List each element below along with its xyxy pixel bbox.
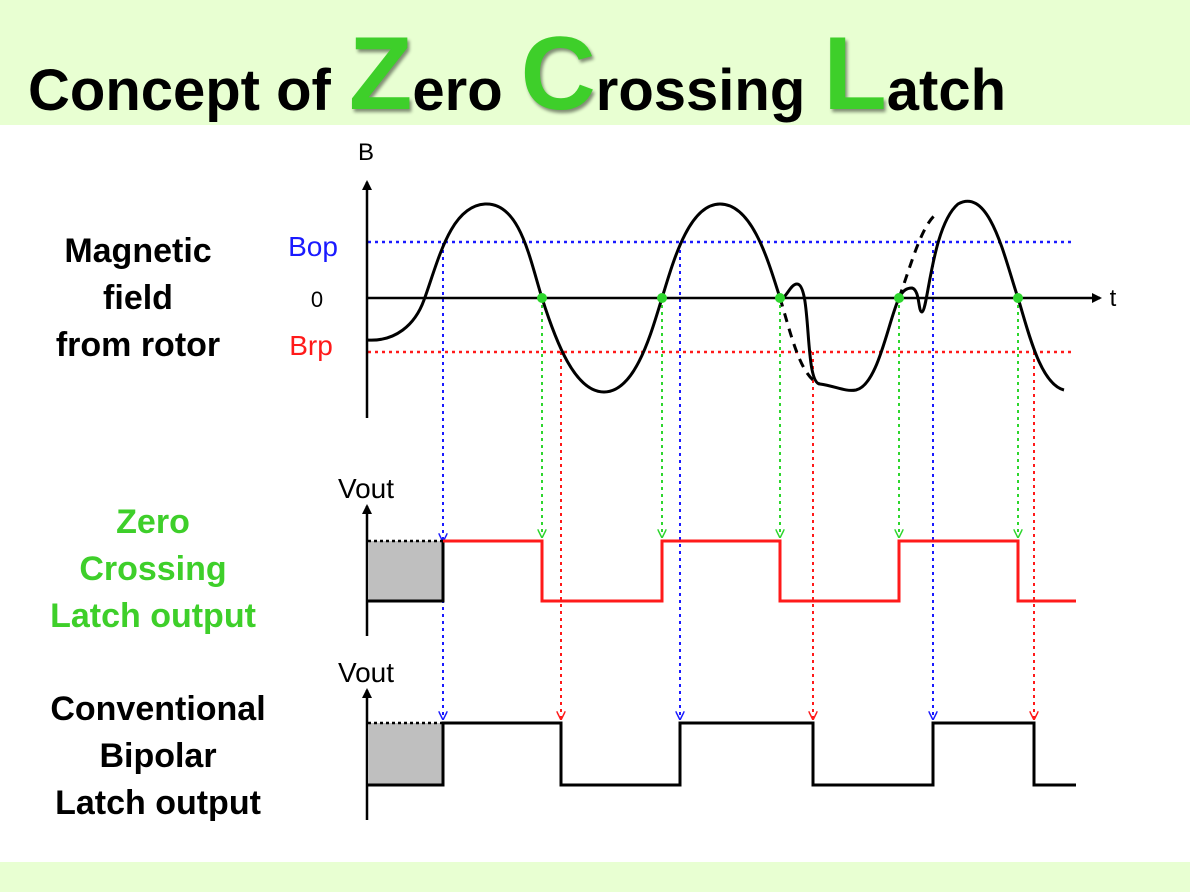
magnetic-field-waveform	[366, 199, 1065, 394]
title-band	[0, 0, 1190, 125]
zcl-undefined-region	[368, 541, 443, 601]
label-magnetic-line1: Magnetic	[64, 232, 211, 270]
ideal-waveform-dashed	[778, 297, 821, 386]
axis-t-label: t	[1110, 285, 1117, 312]
label-conventional-line2: Bipolar	[99, 737, 216, 775]
title-text-3: rossing	[595, 58, 806, 123]
label-conventional-line1: Conventional	[50, 690, 265, 728]
bop-label: Bop	[288, 231, 338, 262]
page-title: Concept of Z ero C rossing L atch	[28, 10, 1007, 126]
title-letter-c: C	[520, 16, 596, 132]
label-zcl-line2: Crossing	[79, 550, 226, 588]
title-letter-z: Z	[348, 16, 413, 132]
green-guides	[542, 298, 1018, 536]
conventional-output-waveform	[368, 721, 1076, 787]
vout-label-2: Vout	[338, 657, 394, 688]
red-guides	[561, 352, 1034, 718]
ideal-waveform-dashed-2	[897, 214, 936, 299]
label-zcl-line3: Latch output	[50, 597, 256, 635]
vout-label-1: Vout	[338, 473, 394, 504]
label-zcl-line1: Zero	[116, 503, 190, 541]
title-letter-l: L	[823, 16, 887, 132]
title-text-2: ero	[412, 58, 503, 123]
brp-label: Brp	[289, 330, 333, 361]
zero-label: 0	[311, 287, 323, 312]
label-magnetic-line2: field	[103, 279, 173, 317]
title-text-1: Concept of	[28, 58, 331, 123]
zero-crossing-dot	[1013, 293, 1023, 303]
label-magnetic-line3: from rotor	[56, 326, 220, 364]
zero-crossing-dot	[657, 293, 667, 303]
conv-undefined-region	[368, 723, 443, 785]
zero-crossing-dot	[894, 293, 904, 303]
title-text-4: atch	[886, 58, 1007, 123]
axis-b-label: B	[358, 139, 374, 166]
footer-band	[0, 862, 1190, 892]
zero-crossing-dot	[775, 293, 785, 303]
label-conventional-line3: Latch output	[55, 784, 261, 822]
zcl-initial-edge	[368, 541, 445, 603]
blue-guides	[443, 243, 933, 718]
zero-crossing-markers	[537, 293, 1023, 303]
zero-crossing-dot	[537, 293, 547, 303]
zcl-output-waveform	[443, 539, 1076, 603]
